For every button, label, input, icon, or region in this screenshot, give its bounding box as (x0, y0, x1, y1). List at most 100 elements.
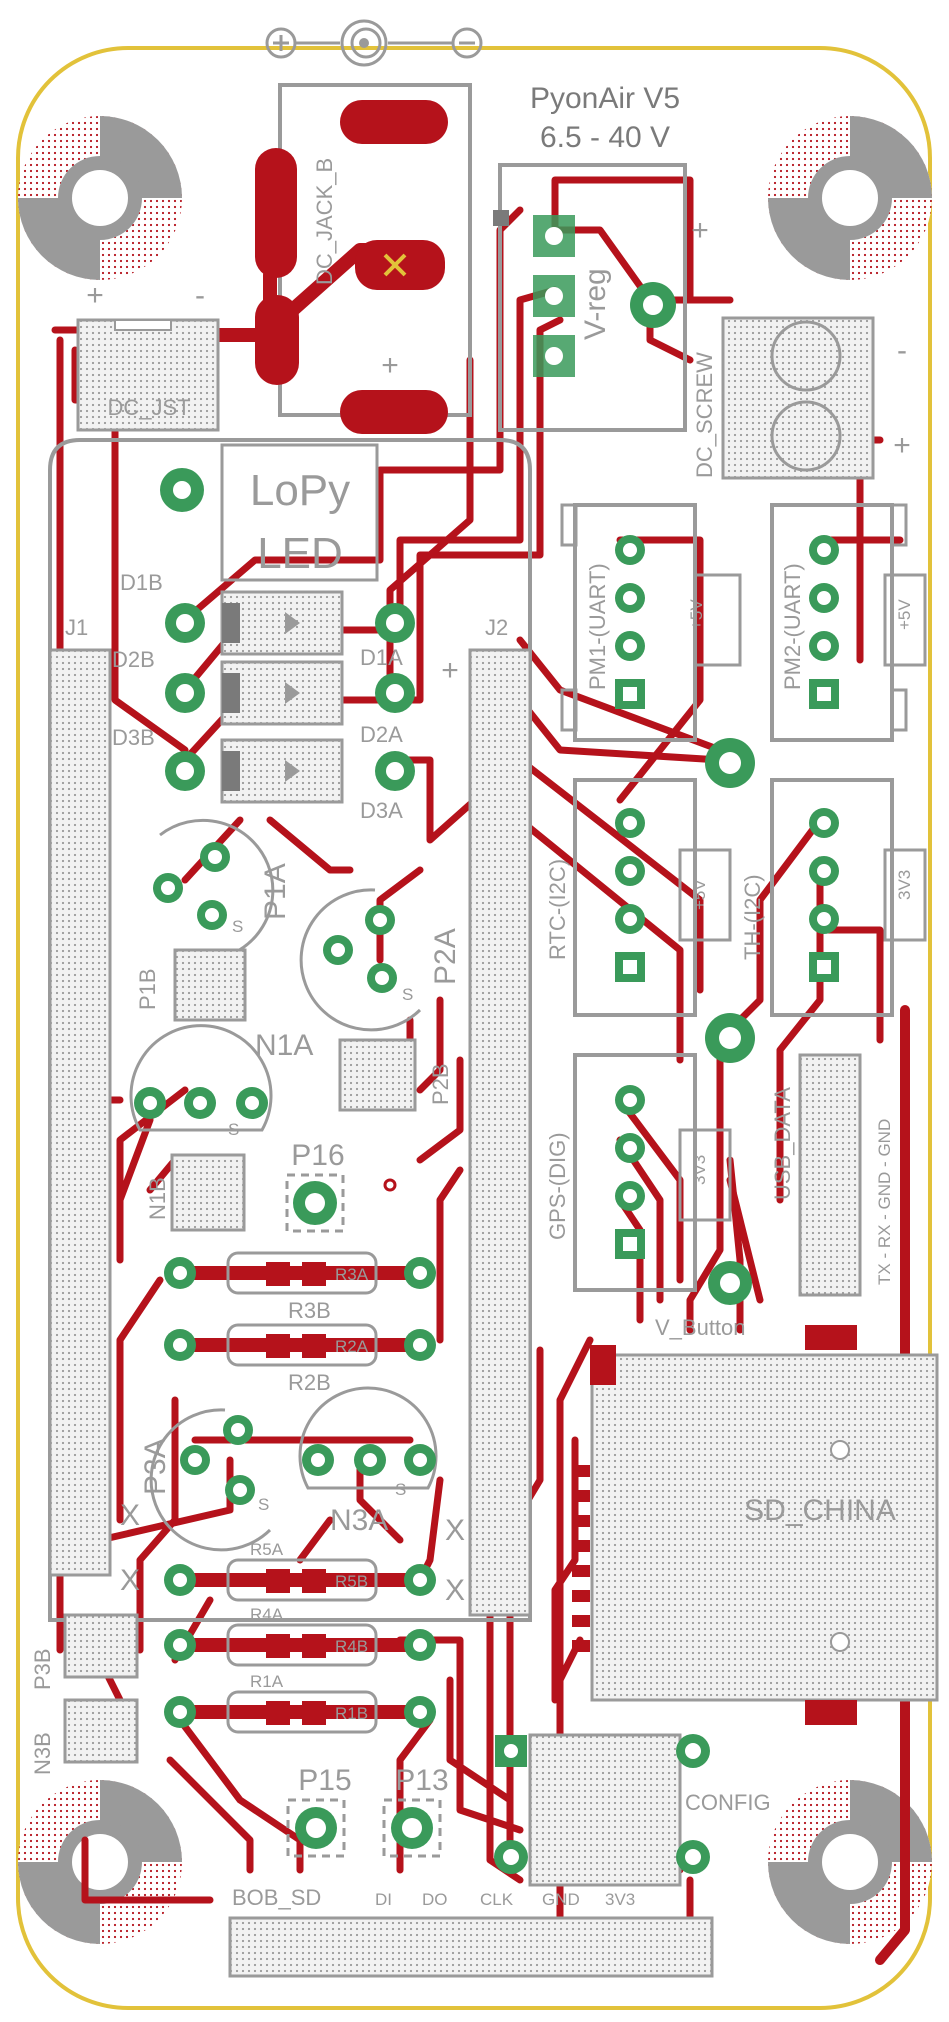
p2a-s: S (402, 985, 413, 1004)
r1a-label: R1A (250, 1672, 284, 1691)
config-label: CONFIG (685, 1790, 771, 1815)
sd-pin-3v3: 3V3 (605, 1890, 635, 1909)
dc-screw-label: DC_SCREW (692, 352, 717, 478)
usb-data-label: USB_DATA (770, 1087, 795, 1200)
marker-x-4: X (445, 1574, 465, 1607)
n3b-label: N3B (30, 1732, 55, 1775)
transistor-p2a: P2A S (299, 888, 462, 1032)
resistor-r2: R2A R2B (164, 1323, 436, 1395)
p3b-label: P3B (30, 1648, 55, 1690)
board-title: PyonAir V5 (530, 82, 680, 115)
r5b-label: R5B (335, 1572, 368, 1591)
resistor-r1: R1A R1B (164, 1672, 436, 1734)
connector-gps: GPS-(DIG) 3V3 (545, 1053, 732, 1292)
p16-label: P16 (291, 1139, 344, 1172)
lopy-label-top: LoPy (250, 466, 350, 515)
d3b-label: D3B (112, 725, 155, 750)
dc-jst-minus: - (195, 279, 205, 312)
p13-label: P13 (395, 1764, 448, 1797)
vreg-label: V-reg (579, 268, 612, 340)
transistor-p1a: P1A S (153, 818, 292, 962)
resistor-r4: R4A R4B (164, 1605, 436, 1667)
p3a-s: S (258, 1495, 269, 1514)
resistor-r3: R3A R3B (164, 1251, 436, 1323)
mounting-hole-bottom-left (18, 1780, 182, 1944)
marker-x-3: X (445, 1514, 465, 1547)
r2a-label: R2A (335, 1337, 369, 1356)
r2b-label: R2B (288, 1370, 331, 1395)
transistor-p3a: P3A S (139, 1408, 272, 1552)
r1b-label: R1B (335, 1704, 368, 1723)
marker-x-1: X (120, 1499, 140, 1532)
bob-sd-header: BOB_SD DI DO CLK GND 3V3 (228, 1885, 714, 1978)
n3a-s: S (395, 1480, 406, 1499)
mounting-hole-bottom-right (768, 1780, 932, 1944)
usb-pins-label: TX - RX - GND - GND (875, 1119, 894, 1285)
mounting-hole-top-right (768, 116, 932, 280)
p3a-label: P3A (139, 1438, 172, 1495)
r4b-label: R4B (335, 1637, 368, 1656)
transistor-n1a: N1A S (129, 1024, 313, 1139)
sd-pin-gnd: GND (542, 1890, 580, 1909)
p1b-label: P1B (135, 968, 160, 1010)
rtc-label: RTC-(I2C) (545, 859, 570, 960)
diode-d3 (165, 738, 415, 804)
diode-d1 (165, 590, 415, 656)
pad-p2b (338, 1038, 417, 1112)
dc-jst-connector: DC_JST - + (76, 279, 220, 432)
n1a-label: N1A (255, 1029, 313, 1062)
p1a-label: P1A (259, 863, 292, 920)
dc-screw-plus: + (893, 429, 911, 462)
pm2-5v: +5V (895, 599, 914, 630)
connector-th: TH-(I2C) 3V3 (740, 778, 927, 1017)
d1a-label: D1A (360, 645, 403, 670)
th-3v3: 3V3 (895, 870, 914, 900)
j2-label: J2 (485, 615, 508, 640)
test-point-p16: P16 (285, 1139, 345, 1233)
transistor-n3a: N3A S (298, 1386, 438, 1537)
test-point-p13: P13 (382, 1764, 449, 1858)
usb-data-header: USB_DATA TX - RX - GND - GND (770, 1053, 894, 1297)
sd-pin-do: DO (422, 1890, 448, 1909)
marker-x-2: X (120, 1564, 140, 1597)
dc-jst-label: DC_JST (107, 395, 190, 420)
dc-jack-symbol (265, 19, 483, 67)
p2b-label: P2B (428, 1063, 453, 1105)
dc-jst-plus: + (86, 279, 104, 312)
p1a-s: S (232, 917, 243, 936)
sd-card-slot: SD_CHINA (572, 1325, 939, 1725)
n1a-s: S (228, 1120, 239, 1139)
d1b-label: D1B (120, 570, 163, 595)
r4a-label: R4A (250, 1605, 284, 1624)
n3a-label: N3A (330, 1504, 388, 1537)
header-j2 (468, 648, 532, 1617)
config-button: CONFIG (494, 1733, 771, 1887)
dc-screw-minus: - (897, 334, 907, 367)
pad-n1b (170, 1153, 246, 1232)
resistor-r5: R5A R5B (164, 1540, 436, 1602)
v-button-label: V_Button (655, 1315, 746, 1340)
d3a-label: D3A (360, 798, 403, 823)
d2a-label: D2A (360, 722, 403, 747)
pm1-label: PM1-(UART) (585, 563, 610, 690)
j2-plus: + (441, 654, 459, 687)
sd-pin-clk: CLK (480, 1890, 514, 1909)
pm2-label: PM2-(UART) (780, 563, 805, 690)
test-point-p15: P15 (286, 1764, 352, 1858)
pad-p1b (173, 948, 247, 1022)
connector-pm2: PM2-(UART) +5V (770, 503, 927, 742)
voltage-regulator: V-reg + (493, 163, 709, 432)
pad-n3b (63, 1698, 139, 1764)
th-label: TH-(I2C) (740, 874, 765, 960)
r5a-label: R5A (250, 1540, 284, 1559)
connector-rtc: RTC-(I2C) +5V (545, 778, 732, 1017)
board-voltage: 6.5 - 40 V (540, 121, 670, 154)
gps-label: GPS-(DIG) (545, 1132, 570, 1240)
diode-d2 (165, 660, 415, 726)
dc-jack-label: DC_JACK_B (312, 158, 337, 285)
lopy-label-bottom: LED (257, 529, 343, 578)
mounting-hole-top-left (18, 116, 182, 280)
dc-jack-b: DC_JACK_B + (255, 83, 472, 434)
connector-pm1: PM1-(UART) +5V (560, 503, 742, 742)
